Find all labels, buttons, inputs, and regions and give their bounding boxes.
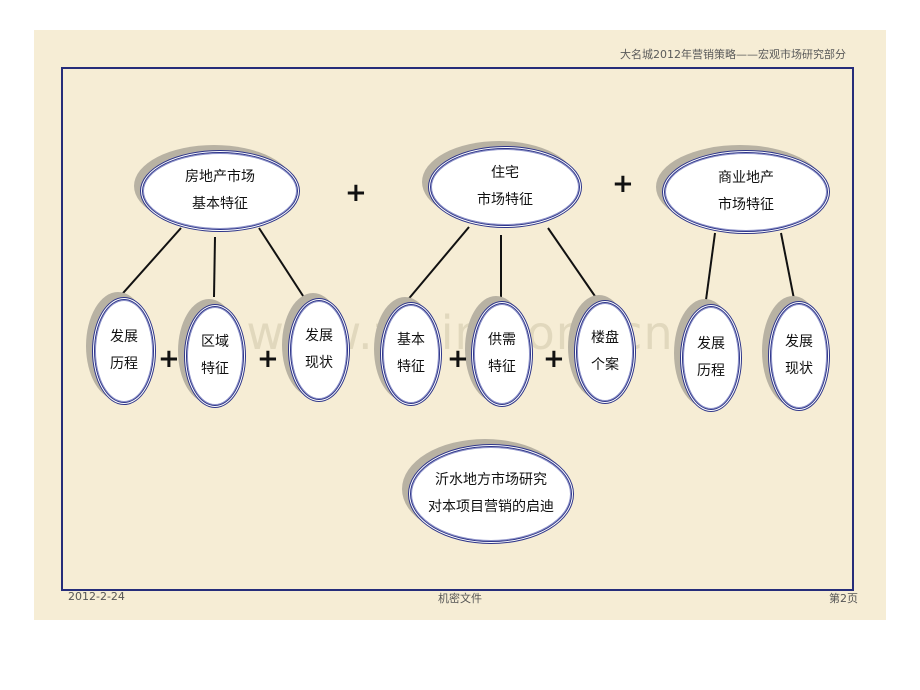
node-label: 发展 历程 [110, 329, 138, 372]
node-history-2: 发展 历程 [680, 304, 742, 412]
connector-line [258, 227, 308, 303]
node-label: 商业地产 市场特征 [718, 170, 774, 213]
node-real-estate: 房地产市场 基本特征 [140, 150, 300, 232]
connector-line [405, 226, 470, 303]
node-basic: 基本 特征 [380, 302, 442, 406]
connector-line [547, 227, 600, 303]
node-status-1: 发展 现状 [288, 298, 350, 402]
connector-line [780, 232, 795, 300]
node-label: 区域 特征 [201, 334, 229, 377]
plus-sign: + [447, 344, 469, 374]
plus-sign: + [158, 344, 180, 374]
connector-line [705, 232, 716, 301]
node-residential: 住宅 市场特征 [428, 146, 582, 228]
node-label: 供需 特征 [488, 332, 516, 375]
footer-confidential: 机密文件 [438, 592, 482, 605]
plus-sign: + [612, 169, 634, 199]
node-conclusion: 沂水地方市场研究 对本项目营销的启迪 [408, 444, 574, 544]
slide: 大名城2012年营销策略——宏观市场研究部分 www.zixin.com.cn … [34, 30, 886, 620]
node-label: 楼盘 个案 [591, 330, 619, 373]
content-frame [61, 67, 854, 591]
node-supply: 供需 特征 [471, 301, 533, 407]
connector-line [213, 236, 216, 298]
node-region: 区域 特征 [184, 304, 246, 408]
node-status-2: 发展 现状 [768, 301, 830, 411]
footer-date: 2012-2-24 [68, 590, 125, 603]
node-label: 沂水地方市场研究 对本项目营销的启迪 [428, 472, 554, 515]
node-history-1: 发展 历程 [92, 297, 156, 405]
plus-sign: + [543, 344, 565, 374]
plus-sign: + [257, 344, 279, 374]
connector-lines [115, 226, 795, 303]
node-label: 基本 特征 [397, 332, 425, 375]
footer-page-number: 第2页 [829, 592, 858, 605]
header-title: 大名城2012年营销策略——宏观市场研究部分 [620, 48, 846, 61]
node-label: 房地产市场 基本特征 [185, 169, 255, 212]
node-commercial: 商业地产 市场特征 [662, 150, 830, 234]
node-case: 楼盘 个案 [574, 300, 636, 404]
node-label: 发展 历程 [697, 336, 725, 379]
node-label: 住宅 市场特征 [477, 165, 533, 208]
node-label: 发展 现状 [785, 334, 813, 377]
plus-sign: + [345, 178, 367, 208]
node-label: 发展 现状 [305, 328, 333, 371]
connector-line [115, 227, 182, 302]
